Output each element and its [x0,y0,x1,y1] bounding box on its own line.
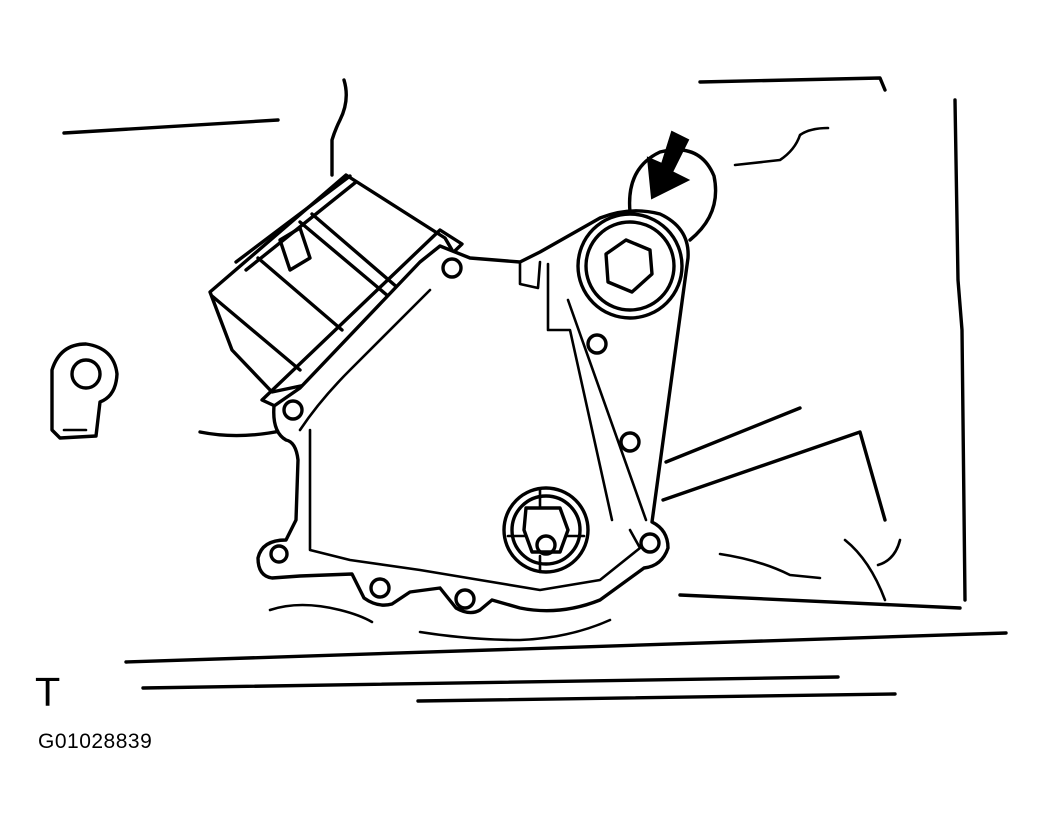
detail-callout [627,130,718,242]
adjusting-bolt [576,212,684,320]
corner-mark: T [36,671,60,715]
switch-body [256,209,690,615]
mounting-bracket [50,342,119,440]
control-shaft [502,486,590,574]
figure-id-code: G01028839 [38,730,153,753]
housing-outline [62,76,1008,703]
pointer-arrow-icon [646,130,691,200]
